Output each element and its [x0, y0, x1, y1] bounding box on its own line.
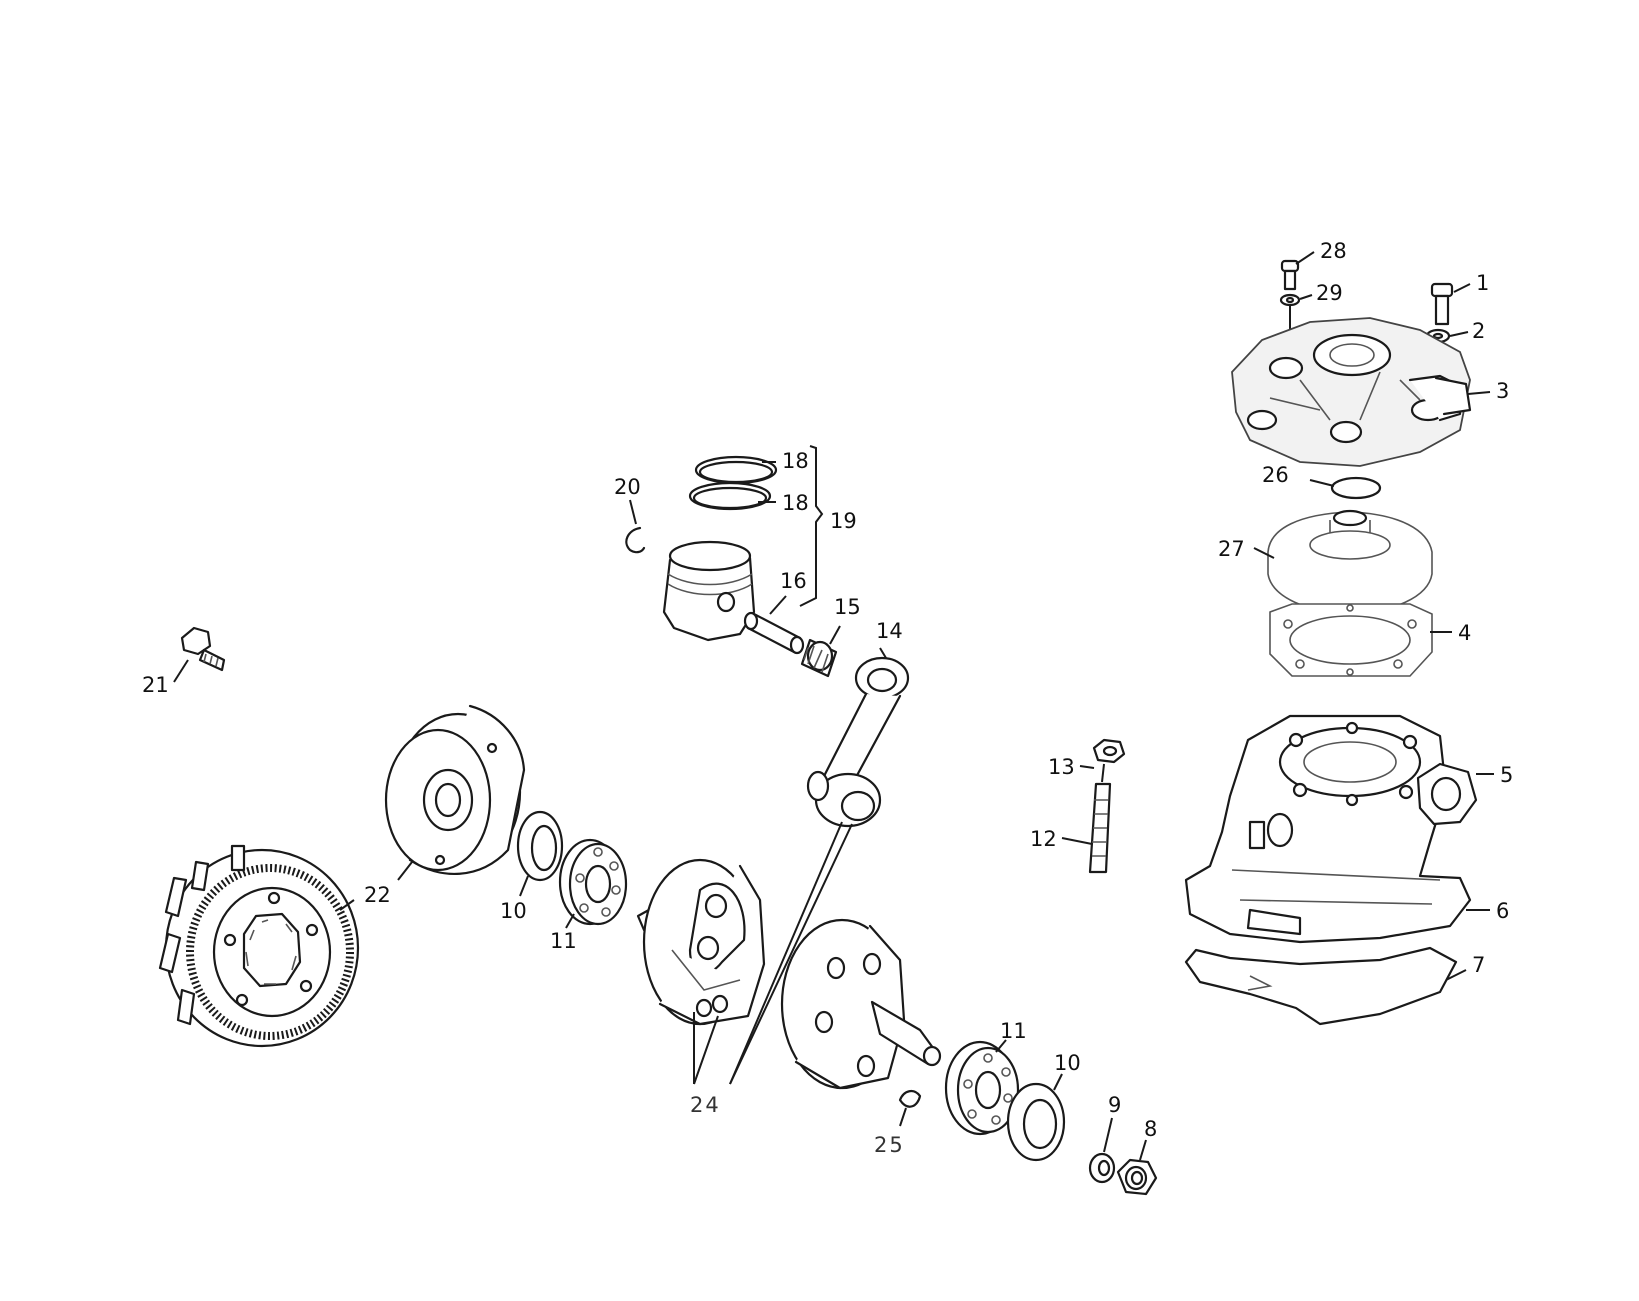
callout-22: 22 [364, 883, 391, 907]
needle-bearing-15 [800, 638, 838, 678]
callout-20: 20 [614, 475, 641, 499]
callout-15: 15 [834, 595, 861, 619]
head-gasket-4 [1269, 603, 1433, 677]
base-gasket-7 [1184, 946, 1458, 1026]
callout-26: 26 [1262, 463, 1289, 487]
callout-14: 14 [876, 619, 903, 643]
piston [662, 540, 756, 642]
woodruff-key-25 [898, 1090, 922, 1108]
crankshaft-right-half [780, 918, 942, 1090]
combustion-insert-27 [1267, 509, 1433, 615]
bolt-28 [1280, 259, 1300, 291]
callout-7: 7 [1472, 953, 1485, 977]
callout-27: 27 [1218, 537, 1245, 561]
callout-21: 21 [142, 673, 169, 697]
callout-19: 19 [830, 509, 857, 533]
callout-18-upper: 18 [782, 449, 809, 473]
callout-labels: 28 29 1 2 3 26 27 4 5 6 7 13 12 18 18 19… [142, 239, 1513, 1157]
callout-6: 6 [1496, 899, 1509, 923]
circlip-20 [625, 526, 646, 554]
o-ring-26 [1330, 476, 1382, 500]
clutch-basket [158, 844, 360, 1048]
callout-12: 12 [1030, 827, 1057, 851]
callout-10-left: 10 [500, 899, 527, 923]
bolt-21 [180, 626, 226, 672]
callout-3: 3 [1496, 379, 1509, 403]
callout-5: 5 [1500, 763, 1513, 787]
cylinder [1184, 714, 1472, 944]
callout-2: 2 [1472, 319, 1485, 343]
callout-10-right: 10 [1054, 1051, 1081, 1075]
bearing-11-left [558, 838, 628, 926]
callout-24: 24 [690, 1093, 721, 1117]
bearing-11-right [944, 1040, 1020, 1136]
callout-13: 13 [1048, 755, 1075, 779]
stud-12 [1088, 782, 1112, 874]
callout-18-lower: 18 [782, 491, 809, 515]
piston-ring-18-upper [694, 455, 778, 485]
washer-29 [1279, 293, 1301, 307]
wrist-pin-16 [743, 611, 805, 655]
piston-ring-18-lower [688, 481, 772, 511]
callout-11-left: 11 [550, 929, 577, 953]
callout-16: 16 [780, 569, 807, 593]
exhaust-flange-gasket-5 [1416, 762, 1478, 826]
crankshaft-left-half [636, 858, 766, 1026]
callout-11-right: 11 [1000, 1019, 1027, 1043]
callout-8: 8 [1144, 1117, 1157, 1141]
callout-25: 25 [874, 1133, 905, 1157]
callout-29: 29 [1316, 281, 1343, 305]
nut-13 [1092, 738, 1126, 764]
cylinder-head [1231, 317, 1471, 467]
bolt-1 [1430, 282, 1454, 326]
callout-9: 9 [1108, 1093, 1121, 1117]
callout-4: 4 [1458, 621, 1471, 645]
washer-9 [1088, 1152, 1116, 1184]
nut-8 [1116, 1158, 1158, 1196]
seal-10-right [1006, 1082, 1066, 1162]
leader-lines [173, 251, 1494, 1161]
callout-28: 28 [1320, 239, 1347, 263]
callout-1: 1 [1476, 271, 1489, 295]
connecting-rod-14 [806, 656, 910, 828]
primary-gear-22 [384, 704, 526, 876]
seal-10-left [516, 810, 564, 882]
fitting-3 [1434, 376, 1472, 416]
